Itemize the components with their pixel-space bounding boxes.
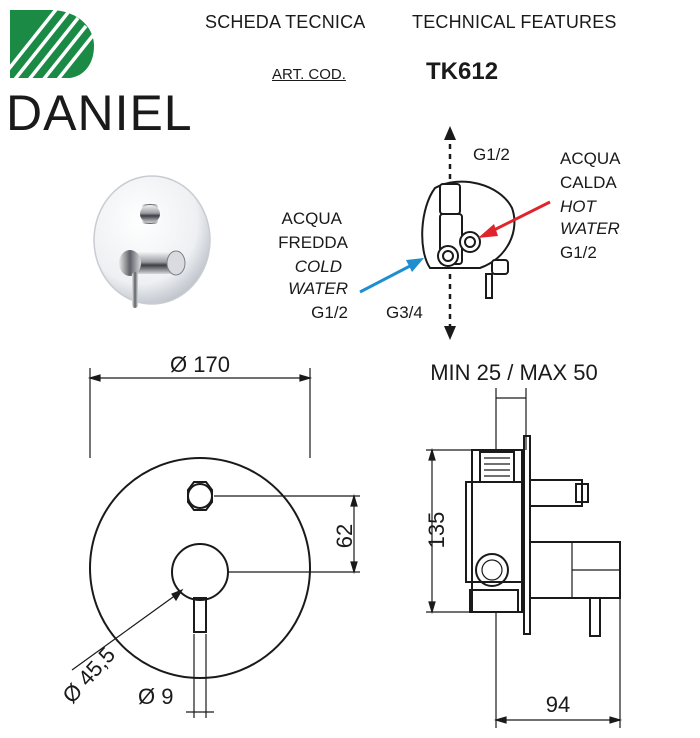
height-label: 135 — [424, 512, 449, 549]
brand-name: DANIEL — [6, 85, 193, 141]
knob-distance-label: 62 — [332, 524, 357, 548]
hot-label-line3: HOT — [560, 197, 598, 216]
cold-label-line4: WATER — [288, 279, 348, 298]
cold-label-line1: ACQUA — [282, 209, 343, 228]
hot-label-line2: CALDA — [560, 173, 617, 192]
cold-arrow-icon — [406, 258, 424, 272]
article-code: TK612 — [426, 58, 499, 85]
top-fitting-label: G1/2 — [473, 145, 510, 164]
lever-diameter-label: Ø 9 — [138, 684, 173, 709]
cold-label-line3: COLD — [295, 257, 342, 276]
hot-label-line4: WATER — [560, 219, 620, 238]
hot-label-line1: ACQUA — [560, 149, 621, 168]
handle-diameter-label: Ø 45,5 — [57, 642, 120, 708]
hot-fitting-label: G1/2 — [560, 243, 597, 262]
arrow-down-icon — [444, 326, 456, 340]
hot-arrow-icon — [478, 224, 498, 238]
arrow-up-icon — [444, 126, 456, 140]
bottom-fitting-label: G3/4 — [386, 303, 423, 322]
projection-label: 94 — [546, 692, 570, 717]
plate-diameter-label: Ø 170 — [170, 352, 230, 377]
product-photo — [93, 175, 211, 308]
depth-range-label: MIN 25 / MAX 50 — [430, 360, 598, 385]
front-view-drawing: Ø 170 62 Ø 45,5 Ø 9 — [57, 352, 360, 718]
daniel-logo-icon — [10, 8, 96, 78]
side-view-drawing: MIN 25 / MAX 50 135 94 — [424, 360, 623, 728]
valve-body — [421, 180, 516, 299]
connection-schematic: G1/2 ACQUA CALDA HOT WATER G1/2 ACQUA FR… — [278, 126, 621, 340]
title-english: TECHNICAL FEATURES — [412, 12, 617, 32]
article-code-label: ART. COD. — [272, 66, 346, 83]
cold-label-line2: FREDDA — [278, 233, 349, 252]
cold-fitting-label: G1/2 — [311, 303, 348, 322]
title-italian: SCHEDA TECNICA — [205, 12, 366, 32]
